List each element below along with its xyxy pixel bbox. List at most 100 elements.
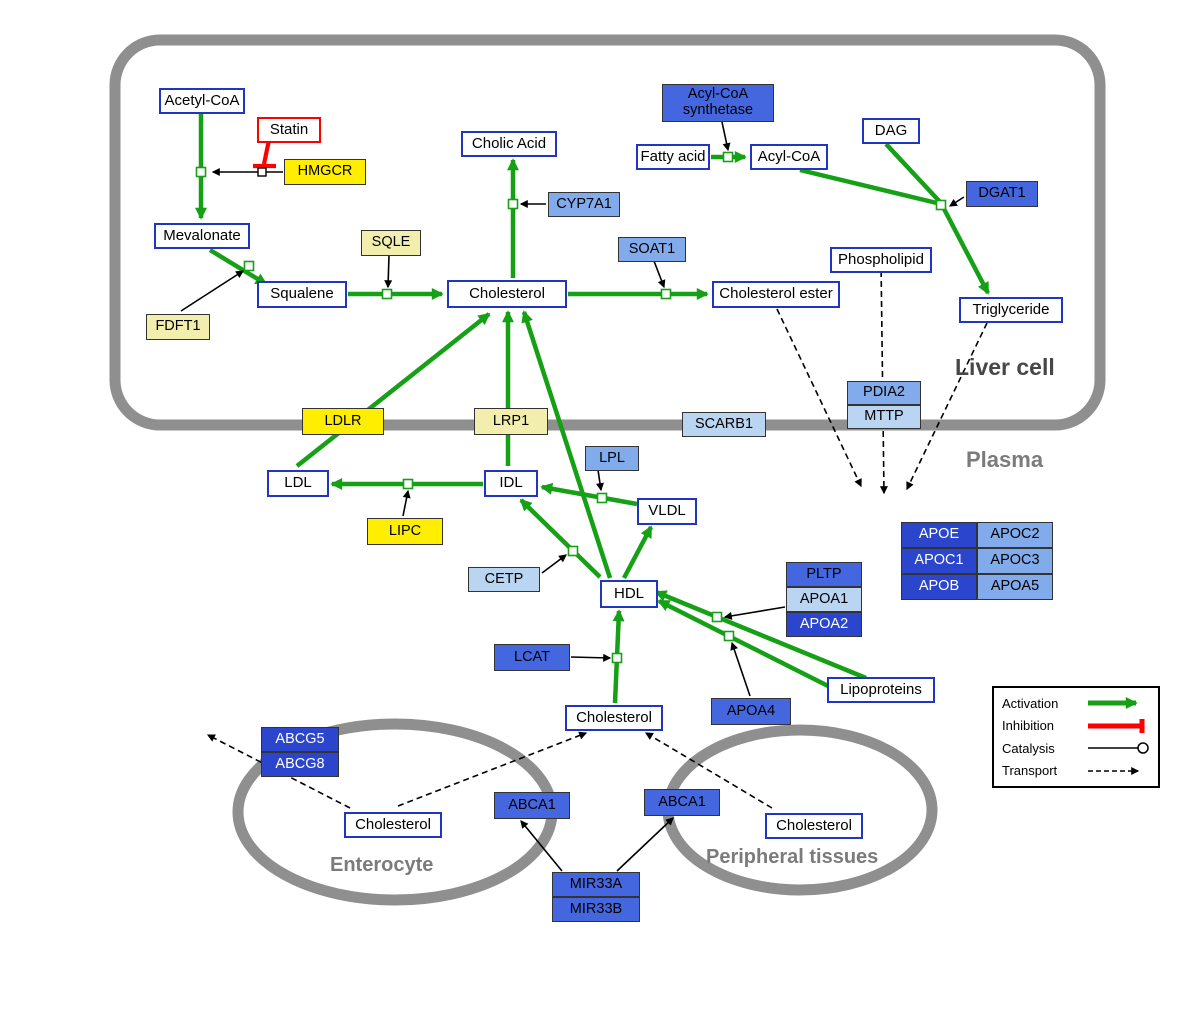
node-acyl-coa[interactable]: Acyl-CoA [750,144,828,170]
node-sqle[interactable]: SQLE [361,230,421,256]
legend-activation-row: Activation [1002,695,1150,711]
node-soat1[interactable]: SOAT1 [618,237,686,262]
node-cholesterol-ester[interactable]: Cholesterol ester [712,281,840,308]
node-pltp[interactable]: PLTP [786,562,862,587]
edge-dgat1-catalysis [948,196,965,207]
liver-cell-membrane [109,34,1106,431]
edge-dag-dgat1-junction [884,142,943,205]
node-ldl[interactable]: LDL [267,470,329,497]
edge-vldl-idl [540,482,638,507]
node-acetyl-coa[interactable]: Acetyl-CoA [159,88,245,114]
reaction-square [195,166,207,178]
edge-lipoproteins-hdl-lower [657,598,838,693]
node-abcg8[interactable]: ABCG8 [261,752,339,777]
edge-statin-inhibition [261,139,272,165]
legend-catalysis-row: Catalysis [1002,740,1150,756]
node-idl[interactable]: IDL [484,470,538,497]
node-apoa5[interactable]: APOA5 [977,574,1053,600]
edge-mevalonate-squalene [208,248,268,286]
reaction-square [611,652,623,664]
reaction-square [381,288,393,300]
legend-inhibition-label: Inhibition [1002,718,1055,734]
node-mir33b[interactable]: MIR33B [552,897,640,922]
edge-lipc-catalysis [402,489,411,517]
inhibition-symbol-icon [1088,718,1145,733]
node-cyp7a1[interactable]: CYP7A1 [548,192,620,217]
transport-edges [206,260,988,809]
node-lipc[interactable]: LIPC [367,518,443,545]
node-ldlr[interactable]: LDLR [302,408,384,435]
node-cholesterol-liver[interactable]: Cholesterol [447,280,567,308]
liver-cell-label: Liver cell [955,354,1055,380]
edge-fdft1-catalysis [180,270,245,312]
edge-hdl-vldl [622,525,653,580]
legend-transport-label: Transport [1002,763,1058,779]
edge-hdl-cholesterol [521,310,613,579]
node-cholic-acid[interactable]: Cholic Acid [461,131,557,157]
node-cetp[interactable]: CETP [468,567,540,592]
reaction-square [660,288,672,300]
node-dgat1[interactable]: DGAT1 [966,181,1038,207]
edge-apoa4-catalysis [730,641,751,697]
node-statin[interactable]: Statin [257,117,321,143]
activation-symbol-icon [1088,697,1138,710]
node-apoa1[interactable]: APOA1 [786,587,862,612]
reaction-square [723,630,735,642]
node-apoc3[interactable]: APOC3 [977,548,1053,574]
node-hmgcr[interactable]: HMGCR [284,159,366,185]
reaction-square [711,611,723,623]
node-abca1-peripheral[interactable]: ABCA1 [644,789,720,816]
catalysis-symbol-icon [1088,742,1149,754]
node-abca1-enterocyte[interactable]: ABCA1 [494,792,570,819]
edge-enterocyte-abcg5g8-out [206,734,351,809]
edge-peripheral-abca1-cholesterol [644,732,773,809]
node-apoa2[interactable]: APOA2 [786,612,862,637]
legend-catalysis-label: Catalysis [1002,740,1055,756]
edge-hdl-idl-cetp [519,498,602,579]
node-apoa4[interactable]: APOA4 [711,698,791,725]
node-abcg5[interactable]: ABCG5 [261,727,339,752]
edge-sqle-catalysis [384,254,393,289]
node-lcat[interactable]: LCAT [494,644,570,671]
transport-symbol-icon [1088,766,1140,775]
edge-enterocyte-abca1-cholesterol [397,731,588,807]
node-hdl[interactable]: HDL [600,580,658,608]
node-phospholipid[interactable]: Phospholipid [830,247,932,273]
reaction-square [402,478,414,490]
node-apoe[interactable]: APOE [901,522,977,548]
node-apob[interactable]: APOB [901,574,977,600]
node-mttp[interactable]: MTTP [847,405,921,429]
reaction-square [596,492,608,504]
plasma-label: Plasma [966,447,1044,472]
node-triglyceride[interactable]: Triglyceride [959,297,1063,323]
node-cholesterol-plasma[interactable]: Cholesterol [565,705,663,731]
edge-lcat-catalysis [570,653,612,662]
node-mir33a[interactable]: MIR33A [552,872,640,897]
node-mevalonate[interactable]: Mevalonate [154,223,250,249]
node-lrp1[interactable]: LRP1 [474,408,548,435]
node-fatty-acid[interactable]: Fatty acid [636,144,710,170]
edge-cholesterolester-plasma [776,308,862,488]
edge-acylcoasynthetase-catalysis [721,121,731,152]
node-apoc1[interactable]: APOC1 [901,548,977,574]
reaction-squares [195,151,947,664]
node-squalene[interactable]: Squalene [257,281,347,308]
node-lipoproteins[interactable]: Lipoproteins [827,677,935,703]
edge-phospholipid-plasma [879,260,888,495]
node-cholesterol-peripheral[interactable]: Cholesterol [765,813,863,839]
node-acyl-coa-synthetase[interactable]: Acyl-CoA synthetase [662,84,774,122]
node-vldl[interactable]: VLDL [637,498,697,525]
edge-mir33-abca1-right [616,817,674,872]
reaction-square [567,545,579,557]
node-dag[interactable]: DAG [862,118,920,144]
node-lpl[interactable]: LPL [585,446,639,471]
edge-lpl-catalysis [596,469,604,492]
node-cholesterol-enterocyte[interactable]: Cholesterol [344,812,442,838]
node-fdft1[interactable]: FDFT1 [146,314,210,340]
reaction-square [722,151,734,163]
reaction-square [243,260,255,272]
node-scarb1[interactable]: SCARB1 [682,412,766,437]
edge-junction-triglyceride [941,205,990,295]
node-apoc2[interactable]: APOC2 [977,522,1053,548]
node-pdia2[interactable]: PDIA2 [847,381,921,405]
